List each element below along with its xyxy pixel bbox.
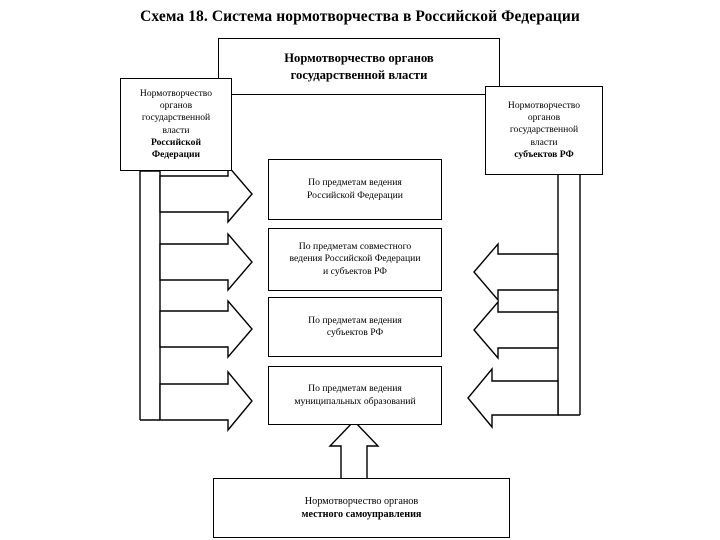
- node-federal-authority-lawmaking[interactable]: Нормотворчество органов государственной …: [120, 78, 232, 171]
- node-top-line-1: Нормотворчество органов: [284, 51, 434, 66]
- arrow-right-to-mid-2: [473, 242, 559, 302]
- node-left-line-1: Нормотворчество: [139, 87, 213, 99]
- node-mid-1-line-1: По предметам ведения: [308, 177, 402, 189]
- node-left-line-5: Российской: [151, 136, 201, 148]
- page-title: Схема 18. Система нормотворчества в Росс…: [140, 8, 580, 25]
- node-mid-3-line-1: По предметам ведения: [308, 314, 402, 326]
- arrow-bottom-up: [330, 423, 368, 478]
- arrow-left-to-mid-1: [159, 164, 253, 224]
- arrow-right-to-mid-3: [473, 300, 559, 360]
- node-subject-municipal-jurisdiction[interactable]: По предметам ведения муниципальных образ…: [268, 366, 442, 425]
- node-mid-4-line-1: По предметам ведения: [308, 383, 402, 395]
- arrow-right-to-mid-4: [467, 367, 559, 429]
- node-mid-2-line-2: ведения Российской Федерации: [289, 253, 421, 265]
- node-top-line-2: государственной власти: [290, 67, 428, 82]
- node-bottom-line-1: Нормотворчество органов: [304, 495, 419, 507]
- node-local-selfgovernment-lawmaking[interactable]: Нормотворчество органов местного самоупр…: [213, 478, 510, 538]
- node-mid-3-line-2: субъектов РФ: [326, 327, 384, 338]
- node-mid-2-line-3: и субъектов РФ: [323, 265, 387, 277]
- arrow-left-to-mid-3: [159, 299, 253, 359]
- node-subject-federal-jurisdiction[interactable]: По предметам ведения Российской Федераци…: [268, 159, 442, 220]
- arrow-bottom-up-shape: [328, 419, 380, 480]
- node-left-line-6: Федерации: [151, 149, 201, 161]
- node-right-line-5: субъектов РФ: [514, 148, 574, 160]
- node-right-line-2: органов: [527, 112, 561, 124]
- arrow-left-to-mid-4: [159, 370, 253, 432]
- node-left-line-3: государственной: [141, 112, 211, 124]
- node-regional-authority-lawmaking[interactable]: Нормотворчество органов государственной …: [485, 86, 603, 175]
- node-subject-joint-jurisdiction[interactable]: По предметам совместного ведения Российс…: [268, 228, 442, 291]
- node-right-line-3: государственной: [509, 124, 579, 136]
- node-mid-1-line-2: Российской Федерации: [307, 189, 403, 201]
- node-bottom-line-2: местного самоуправления: [301, 509, 422, 520]
- node-left-line-4: власти: [162, 124, 190, 136]
- node-mid-4-line-2: муниципальных образований: [294, 395, 416, 407]
- arrow-left-to-mid-2: [159, 232, 253, 292]
- node-left-line-2: органов: [159, 99, 193, 111]
- node-right-line-4: власти: [530, 136, 558, 148]
- node-state-authority-lawmaking[interactable]: Нормотворчество органов государственной …: [218, 38, 500, 95]
- node-mid-2-line-1: По предметам совместного: [298, 240, 412, 252]
- node-right-line-1: Нормотворчество: [507, 99, 581, 111]
- node-subject-regional-jurisdiction[interactable]: По предметам ведения субъектов РФ: [268, 297, 442, 357]
